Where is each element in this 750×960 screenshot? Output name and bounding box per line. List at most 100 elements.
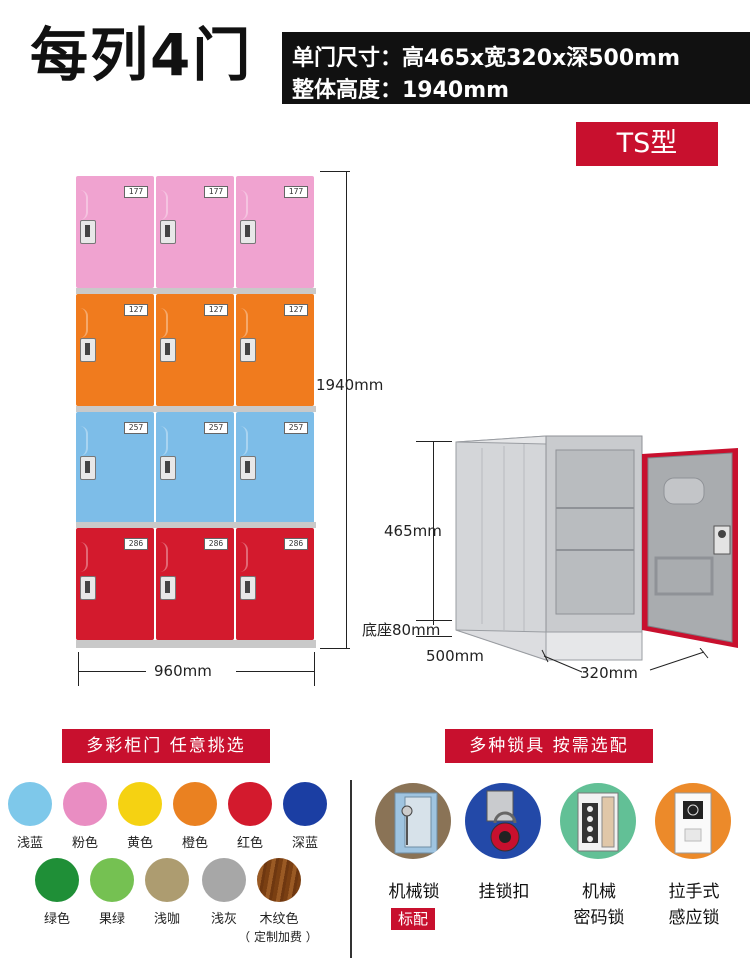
locker-door: 286 [156,528,234,640]
door-groove [78,542,88,572]
single-locker-illustration [455,435,738,661]
width-dim-left-tick [78,652,79,686]
lock-label-code-2: 密码锁 [573,908,625,928]
color-swatch[interactable] [118,782,162,826]
color-swatch[interactable] [8,782,52,826]
door-lock [160,576,176,600]
base-dim-bottom-tick [416,636,452,637]
color-swatch-label: 黄色 [126,836,153,851]
locker-door: 257 [76,412,154,524]
sensor-lock-image [655,783,731,859]
door-number-plate: 257 [124,422,148,434]
width-dim-line-left [78,671,146,672]
color-swatch[interactable] [202,858,246,902]
mechanical-lock-icon [394,792,438,854]
spec-box: 单门尺寸：高465x宽320x深500mm 整体高度：1940mm [282,32,750,104]
door-lock [80,576,96,600]
row-separator [76,406,316,412]
width-dim-right-tick [314,652,315,686]
row-separator [76,288,316,294]
page-title: 每列4门 [30,21,253,89]
section-divider [350,780,352,958]
row-separator [76,522,316,528]
lock-label-sensor-2: 感应锁 [668,908,720,928]
color-swatch-label: 橙色 [181,836,208,851]
door-height-label: 465mm [384,522,442,540]
door-number-plate: 286 [284,538,308,550]
color-swatch-label: 浅咖 [153,912,180,927]
color-swatch-label: 木纹色 [259,912,299,927]
lock-label-sensor-1: 拉手式 [668,882,720,902]
locker-door: 177 [236,176,314,288]
door-number-plate: 127 [204,304,228,316]
total-height-label: 1940mm [316,376,384,394]
color-swatch[interactable] [173,782,217,826]
color-swatch[interactable] [35,858,79,902]
door-dim-line [433,441,434,625]
locker-door: 286 [76,528,154,640]
door-number-plate: 177 [124,186,148,198]
door-lock [240,576,256,600]
door-groove [78,308,88,338]
padlock-hasp-image [465,783,541,859]
door-width-dim-line [541,648,709,673]
color-swatch-label: 绿色 [43,912,70,927]
door-number-plate: 127 [284,304,308,316]
door-number-plate: 127 [124,304,148,316]
height-dim-bottom-tick [320,648,350,649]
padlock-icon [486,790,520,852]
color-swatch[interactable] [145,858,189,902]
height-dim-line [346,171,347,649]
door-groove [158,426,168,456]
door-groove [158,308,168,338]
door-groove [238,542,248,572]
door-number-plate: 257 [284,422,308,434]
depth-label: 500mm [426,647,484,665]
door-number-plate: 257 [204,422,228,434]
door-groove [78,426,88,456]
total-width-label: 960mm [154,662,212,680]
locker-door: 177 [156,176,234,288]
door-width-label: 320mm [580,664,638,682]
color-swatch-label: 果绿 [98,912,125,927]
combination-lock-icon [577,792,619,852]
locker-door: 286 [236,528,314,640]
color-swatch[interactable] [63,782,107,826]
color-swatch-label: 深蓝 [291,836,318,851]
base-height-label: 底座80mm [362,621,441,639]
color-swatch[interactable] [90,858,134,902]
color-swatch[interactable] [257,858,301,902]
color-swatch[interactable] [283,782,327,826]
door-number-plate: 177 [284,186,308,198]
spec-total-height: 整体高度：1940mm [292,78,510,103]
door-lock [80,456,96,480]
door-lock [160,456,176,480]
lock-label-mechanical: 机械锁 [388,882,440,902]
color-swatch-label: 浅灰 [210,912,237,927]
door-dim-top-tick [416,441,452,442]
mechanical-lock-image [375,783,451,859]
door-lock [240,338,256,362]
door-groove [158,190,168,220]
door-groove [78,190,88,220]
locks-section-title: 多种锁具 按需选配 [445,729,653,763]
width-dim-line-right [236,671,314,672]
door-groove [238,190,248,220]
wood-note: （ 定制加费 ） [238,930,318,944]
color-swatch[interactable] [228,782,272,826]
door-lock [240,456,256,480]
lock-label-padlock: 挂锁扣 [478,882,530,902]
door-groove [238,308,248,338]
locker-base [76,640,316,648]
color-swatch-label: 粉色 [71,836,98,851]
door-number-plate: 177 [204,186,228,198]
color-swatch-label: 红色 [236,836,263,851]
door-lock [80,338,96,362]
color-swatch-list: 浅蓝粉色黄色橙色红色深蓝绿色果绿浅咖浅灰木纹色 [0,0,350,960]
locker-door: 257 [156,412,234,524]
door-lock [240,220,256,244]
mechanical-code-lock-image [560,783,636,859]
locker-door: 127 [76,294,154,406]
standard-badge: 标配 [391,908,435,930]
